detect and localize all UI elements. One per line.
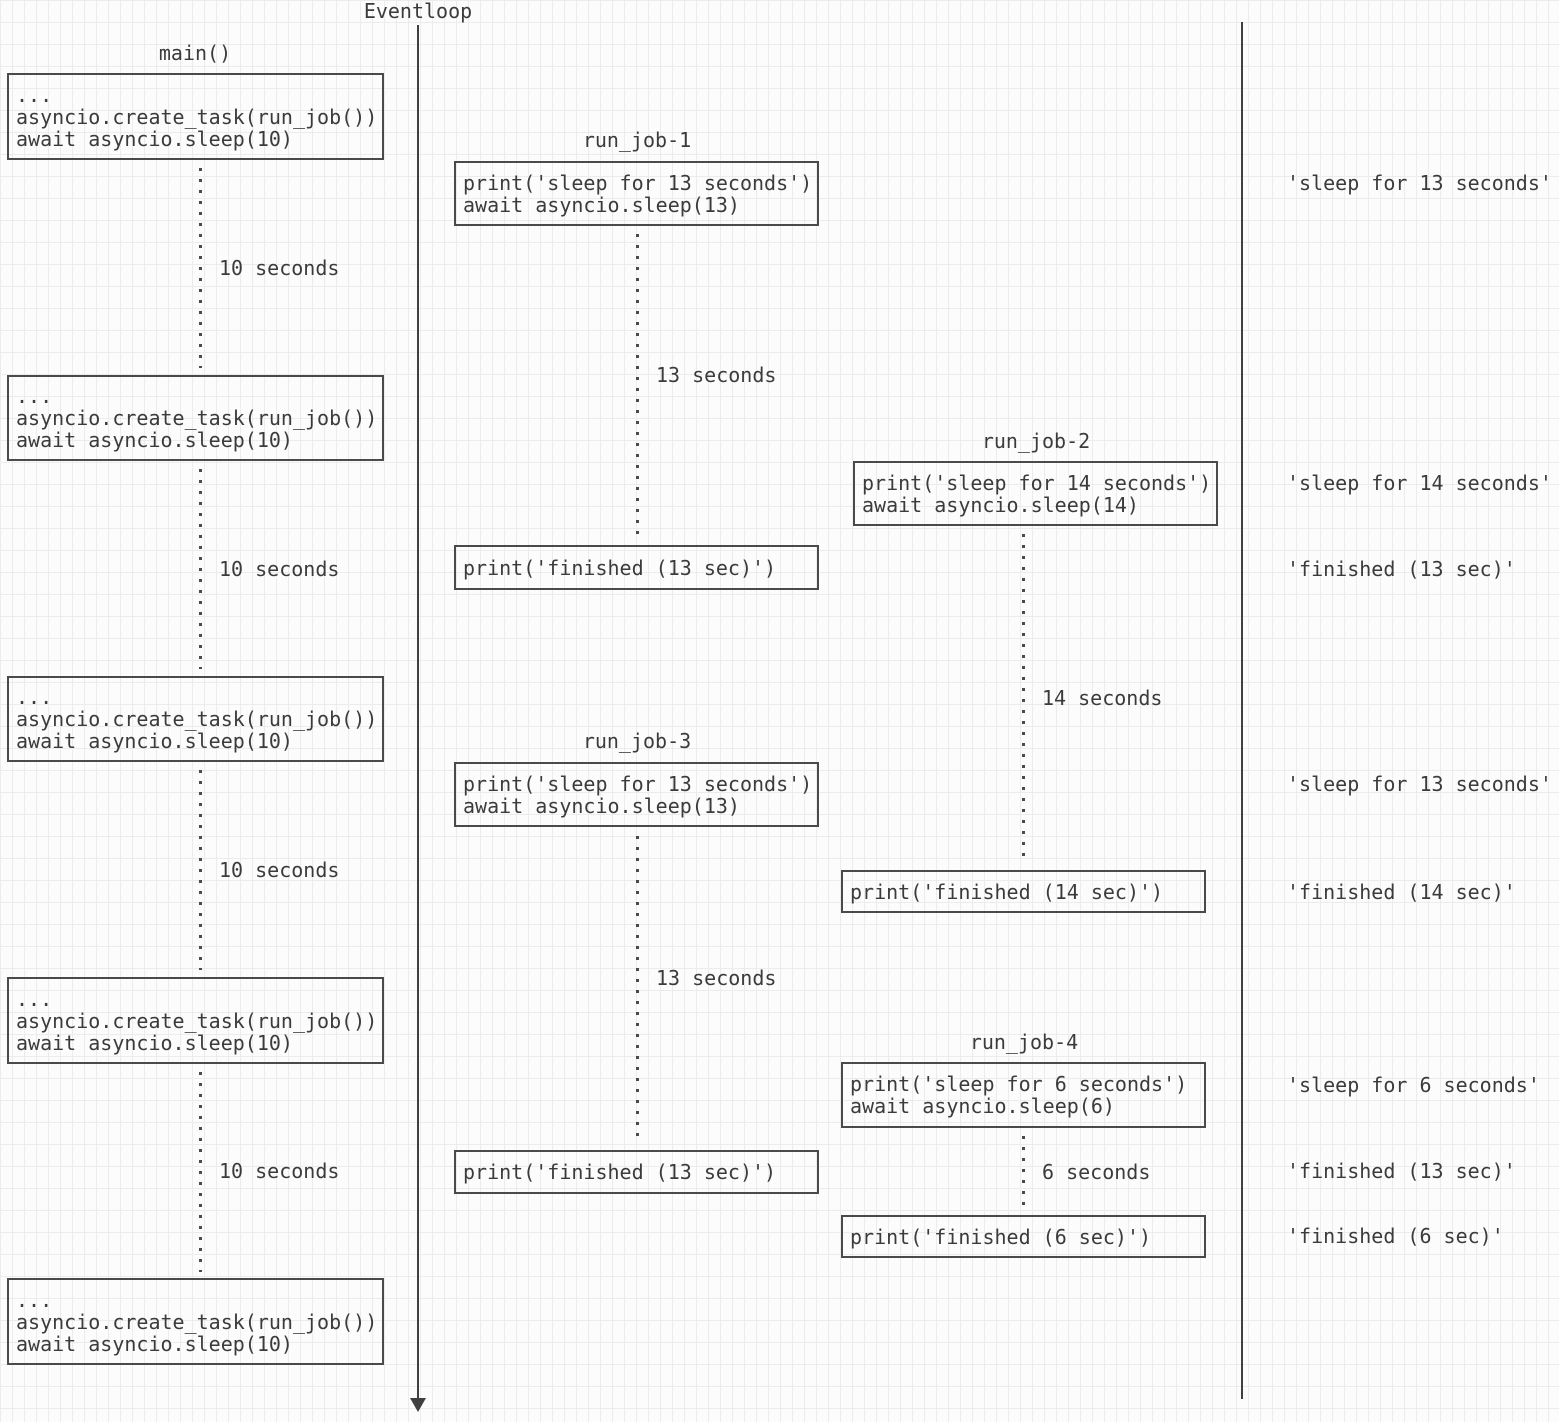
stdout-line: 'finished (6 sec)'	[1287, 1224, 1504, 1248]
code-line: ...	[16, 82, 53, 107]
eventloop-title: Eventloop	[363, 0, 473, 23]
code-line: print('sleep for 13 seconds')	[463, 771, 813, 796]
code-line: await asyncio.sleep(10)	[16, 729, 293, 753]
wait-connector	[199, 1072, 202, 1272]
code-line: await asyncio.sleep(10)	[16, 1331, 293, 1356]
wait-duration-label: 10 seconds	[219, 557, 340, 581]
wait-connector	[199, 469, 202, 669]
wait-connector	[636, 836, 639, 1144]
code-line: asyncio.create_task(run_job())	[16, 707, 378, 731]
code-line: print('finished (13 sec)')	[463, 555, 777, 580]
job-label-run-job-4: run_job-4	[969, 1030, 1079, 1054]
main-code-box-2: ... asyncio.create_task(run_job()) await…	[7, 375, 384, 461]
code-line: asyncio.create_task(run_job())	[16, 1008, 378, 1033]
stdout-line: 'sleep for 14 seconds'	[1287, 471, 1552, 495]
code-line: asyncio.create_task(run_job())	[16, 406, 378, 430]
code-line: ...	[16, 986, 53, 1011]
stdout-line: 'sleep for 6 seconds'	[1287, 1073, 1540, 1097]
wait-duration-label: 13 seconds	[656, 966, 777, 990]
code-line: ...	[16, 1287, 53, 1312]
code-line: print('sleep for 6 seconds')	[850, 1072, 1188, 1096]
stdout-line: 'finished (13 sec)'	[1287, 557, 1516, 581]
main-code-box-5: ... asyncio.create_task(run_job()) await…	[7, 1278, 384, 1365]
code-line: print('sleep for 13 seconds')	[463, 170, 813, 195]
code-line: asyncio.create_task(run_job())	[16, 104, 378, 129]
stdout-line: 'sleep for 13 seconds'	[1287, 171, 1552, 195]
output-boundary-line	[1241, 22, 1243, 1399]
wait-duration-label: 10 seconds	[219, 858, 340, 882]
code-line: await asyncio.sleep(10)	[16, 1030, 293, 1055]
wait-duration-label: 13 seconds	[656, 363, 777, 387]
main-label: main()	[158, 41, 232, 65]
job-label-run-job-3: run_job-3	[582, 729, 692, 753]
code-line: print('finished (14 sec)')	[850, 879, 1164, 904]
wait-connector	[636, 234, 639, 538]
wait-connector	[199, 168, 202, 368]
code-line: asyncio.create_task(run_job())	[16, 1309, 378, 1334]
job-label-run-job-2: run_job-2	[981, 429, 1091, 453]
code-line: await asyncio.sleep(10)	[16, 428, 293, 452]
code-line: await asyncio.sleep(13)	[463, 793, 740, 818]
wait-duration-label: 10 seconds	[219, 1159, 340, 1183]
stdout-line: 'finished (13 sec)'	[1287, 1159, 1516, 1183]
code-line: print('sleep for 14 seconds')	[862, 470, 1212, 495]
wait-connector	[1022, 1136, 1025, 1208]
job-sleep-box-4: print('sleep for 6 seconds') await async…	[841, 1062, 1206, 1128]
main-code-box-3: ... asyncio.create_task(run_job()) await…	[7, 676, 384, 762]
code-line: await asyncio.sleep(6)	[850, 1094, 1115, 1118]
code-line: ...	[16, 384, 53, 408]
code-line: print('finished (13 sec)')	[463, 1160, 777, 1184]
stdout-line: 'sleep for 13 seconds'	[1287, 772, 1552, 796]
eventloop-arrowhead-icon	[410, 1398, 426, 1412]
code-line: await asyncio.sleep(14)	[862, 492, 1139, 517]
wait-duration-label: 6 seconds	[1042, 1160, 1151, 1184]
main-code-box-4: ... asyncio.create_task(run_job()) await…	[7, 977, 384, 1064]
eventloop-lifeline	[417, 25, 419, 1398]
job-sleep-box-3: print('sleep for 13 seconds') await asyn…	[454, 762, 819, 827]
code-line: print('finished (6 sec)')	[850, 1224, 1152, 1249]
job-finished-box-3: print('finished (13 sec)')	[454, 1150, 819, 1194]
job-finished-box-1: print('finished (13 sec)')	[454, 545, 819, 590]
wait-duration-label: 10 seconds	[219, 256, 340, 280]
main-code-box-1: ... asyncio.create_task(run_job()) await…	[7, 73, 384, 160]
job-finished-box-2: print('finished (14 sec)')	[841, 870, 1206, 913]
stdout-line: 'finished (14 sec)'	[1287, 880, 1516, 904]
code-line: await asyncio.sleep(13)	[463, 192, 740, 217]
code-line: ...	[16, 685, 53, 709]
job-label-run-job-1: run_job-1	[582, 128, 692, 152]
job-sleep-box-2: print('sleep for 14 seconds') await asyn…	[853, 461, 1218, 526]
code-line: await asyncio.sleep(10)	[16, 126, 293, 151]
job-sleep-box-1: print('sleep for 13 seconds') await asyn…	[454, 161, 819, 226]
wait-duration-label: 14 seconds	[1042, 686, 1163, 710]
job-finished-box-4: print('finished (6 sec)')	[841, 1215, 1206, 1258]
wait-connector	[199, 770, 202, 970]
wait-connector	[1022, 534, 1025, 864]
